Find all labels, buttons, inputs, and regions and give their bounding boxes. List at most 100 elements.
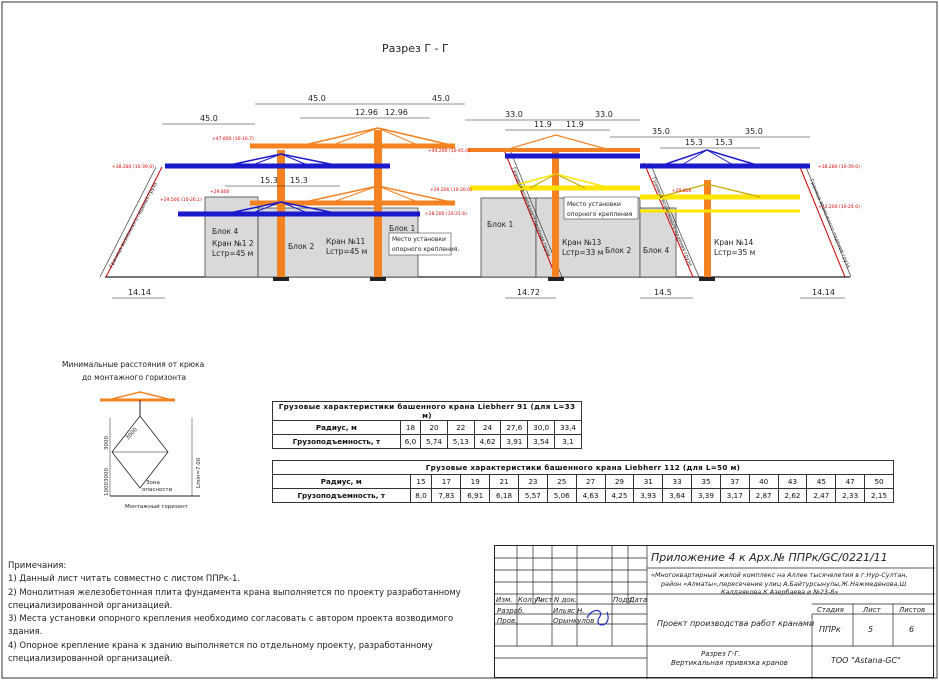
note-2b: специализированной организацией. bbox=[8, 600, 173, 611]
label-blok4-left: Блок 4 bbox=[212, 227, 238, 236]
table2-capacity-cell: 7,83 bbox=[431, 488, 462, 503]
table2-radius-cell: 50 bbox=[864, 474, 894, 489]
label-kran12: Кран №1 2 bbox=[212, 239, 254, 248]
tb-org: ТОО "Astana-GC" bbox=[831, 656, 901, 665]
table1-row1-label: Радиус, м bbox=[272, 420, 401, 435]
tb-project-2: район «Алматы»,пересечение улиц А.Байтур… bbox=[661, 580, 907, 588]
label-blok2-left: Блок 2 bbox=[288, 242, 314, 251]
label-mesto1: Место установки bbox=[392, 236, 446, 243]
tb-h-kol: Кол.уч bbox=[518, 596, 543, 604]
table1-radius-cell: 22 bbox=[446, 420, 475, 435]
mini-diagram: 3000 3000 1000 3000 Lmin=7.00 Зона опасн… bbox=[100, 391, 202, 510]
dim-14-14-right: 14.14 bbox=[812, 288, 835, 297]
label-kran14-len: Lстр=35 м bbox=[714, 248, 755, 257]
tb-stadia: ППРк bbox=[819, 625, 841, 634]
mini-dim-1000: 1000 bbox=[104, 482, 110, 496]
table2-capacity-cell: 8,0 bbox=[409, 488, 433, 503]
table2-radius-cell: 37 bbox=[719, 474, 750, 489]
tb-project-3: Калдаякова,К Азербаева и №23-8» bbox=[721, 588, 839, 596]
dim-35-a: 35.0 bbox=[652, 127, 670, 136]
label-kran13-len: Lстр=33 м bbox=[562, 248, 603, 257]
dim-45-top2: 45.0 bbox=[432, 94, 450, 103]
notes-header: Примечания: bbox=[8, 561, 67, 571]
table2-capacity-cell: 3,93 bbox=[633, 488, 664, 503]
title-block: Приложение 4 к Арх.№ ППРк/GC/0221/11 «Мн… bbox=[494, 545, 935, 679]
section-title: Разрез Г - Г bbox=[382, 42, 449, 55]
mini-title-2: до монтажного горизонта bbox=[82, 373, 186, 382]
note-3: 3) Места установки опорного крепления не… bbox=[8, 614, 454, 638]
label-kran12-len: Lстр=45 м bbox=[212, 249, 253, 258]
table2-capacity-cell: 3,17 bbox=[719, 488, 750, 503]
table1-capacity-cell: 6,0 bbox=[399, 434, 422, 449]
elev-9: +38.280 (10-39.0) bbox=[818, 164, 860, 170]
tb-h-podp: Подп. bbox=[613, 596, 635, 604]
label-gran-4: Граница возможного падения груза bbox=[808, 178, 851, 269]
table1-radius-cell: 27,6 bbox=[500, 420, 529, 435]
table2-radius-cell: 19 bbox=[460, 474, 491, 489]
elev-2: +38.280 (10-39.0) bbox=[112, 164, 154, 170]
dim-15-3-a: 15.3 bbox=[260, 176, 278, 185]
table2-row2-label: Грузоподъемность, т bbox=[272, 488, 411, 503]
table2-capacity-cell: 2,62 bbox=[777, 488, 808, 503]
elev-4: +29.800 bbox=[210, 189, 230, 195]
table2-capacity-cell: 2,87 bbox=[748, 488, 779, 503]
table2-capacity-cell: 2,47 bbox=[806, 488, 837, 503]
table2-radius-cell: 25 bbox=[546, 474, 577, 489]
tb-stadia-h: Стадия bbox=[817, 606, 844, 614]
dim-14-5: 14.5 bbox=[654, 288, 672, 297]
crane-table-liebherr-112: Грузовые характеристики башенного крана … bbox=[272, 460, 894, 503]
tb-list: 5 bbox=[868, 625, 874, 634]
dim-14-72: 14.72 bbox=[517, 288, 540, 297]
table2-radius-cell: 35 bbox=[691, 474, 721, 489]
dim-12-96-a: 12.96 bbox=[355, 108, 378, 117]
elev-6: +29.200 (10-20.0) bbox=[430, 187, 472, 193]
tb-h-ndok: N док. bbox=[554, 596, 578, 604]
table2-radius-cell: 17 bbox=[431, 474, 462, 489]
table2-radius-cell: 31 bbox=[633, 474, 664, 489]
tb-h-list: Лист bbox=[535, 596, 553, 604]
building-blok4-left bbox=[204, 196, 259, 278]
tb-work: Проект производства работ кранами bbox=[657, 619, 815, 628]
table2-radius-cell: 33 bbox=[662, 474, 693, 489]
table2-radius-cell: 47 bbox=[835, 474, 866, 489]
dim-33-a: 33.0 bbox=[505, 110, 523, 119]
dim-45-top: 45.0 bbox=[308, 94, 326, 103]
tb-sheet-2: Вертикальная привязка кранов bbox=[671, 659, 788, 667]
tb-h-izm: Изм. bbox=[496, 596, 513, 604]
table2-radius-cell: 15 bbox=[409, 474, 433, 489]
table1-radius-cell: 30,0 bbox=[527, 420, 556, 435]
table1-radius-cell: 20 bbox=[420, 420, 448, 435]
table2-capacity-cell: 5,06 bbox=[546, 488, 577, 503]
label-kran11: Кран №11 bbox=[326, 237, 366, 246]
crane-14 bbox=[640, 149, 810, 281]
dimension-lines bbox=[112, 103, 845, 299]
label-kran14: Кран №14 bbox=[714, 238, 754, 247]
table2-capacity-cell: 4,25 bbox=[604, 488, 635, 503]
elev-3: +29.500 (10-26.1) bbox=[160, 197, 202, 203]
table2-radius-cell: 21 bbox=[489, 474, 519, 489]
table2-radius-cell: 23 bbox=[517, 474, 548, 489]
table1-radius-cell: 24 bbox=[473, 420, 502, 435]
dim-11-9-b: 11.9 bbox=[566, 120, 584, 129]
fall-zone-lines bbox=[105, 149, 846, 278]
building-blok1 bbox=[480, 197, 537, 278]
title-block-grid bbox=[495, 546, 935, 679]
mini-lmin: Lmin=7.00 bbox=[196, 457, 202, 488]
label-mesto2b: опорного крепления bbox=[567, 211, 633, 218]
dimension-texts: 45.0 45.0 45.0 12.96 12.96 15.3 15.3 33.… bbox=[128, 94, 835, 297]
label-gran-1: Граница возможного падения груза bbox=[108, 181, 158, 269]
elev-7: +28.200 (10-21.6) bbox=[425, 211, 467, 217]
tb-list-h: Лист bbox=[863, 606, 881, 614]
mini-dim-3000a: 3000 bbox=[104, 436, 110, 450]
building-blok4-right bbox=[639, 207, 677, 278]
table2-capacity-cell: 2,33 bbox=[835, 488, 866, 503]
dim-12-96-b: 12.96 bbox=[385, 108, 408, 117]
table2-capacity-cell: 2,15 bbox=[864, 488, 894, 503]
elev-8: +29.800 bbox=[672, 188, 692, 194]
table2-radius-cell: 45 bbox=[806, 474, 837, 489]
signature bbox=[586, 609, 609, 626]
table1-capacity-cell: 4,62 bbox=[473, 434, 502, 449]
table1-capacity-cell: 3,91 bbox=[500, 434, 529, 449]
label-blok2-right: Блок 2 bbox=[605, 246, 631, 255]
